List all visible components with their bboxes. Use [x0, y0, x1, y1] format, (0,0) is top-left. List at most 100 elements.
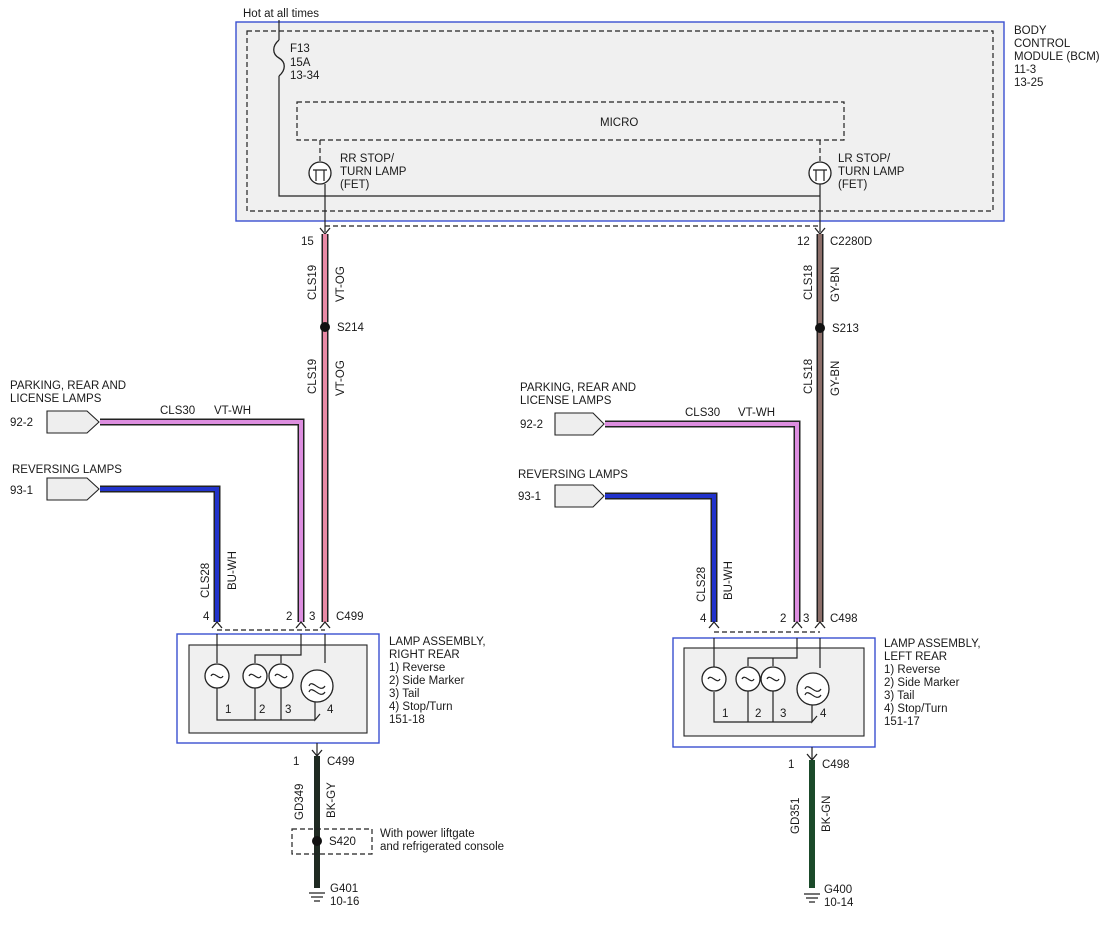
bcm-inner-dashed [246, 30, 994, 212]
rr-reverse-ref: 93-1 [10, 485, 33, 497]
lr-ground-connector: C498 [822, 759, 850, 771]
wire-cls28-bu-wh-left [605, 494, 716, 622]
rr-fet-icon [308, 161, 332, 185]
fuse-name: F13 [290, 43, 310, 55]
bcm-connector-label: C2280D [830, 236, 872, 248]
lr-pin4-arrow-icon [708, 620, 720, 629]
rr-ground-pin: 1 [293, 756, 299, 768]
bcm-outline [235, 21, 1005, 222]
rr-parking-label-line1: PARKING, REAR AND [10, 380, 126, 392]
rr-ground-circuit: GD349 [294, 784, 306, 820]
bcm-title-line3: MODULE (BCM) [1014, 51, 1100, 63]
rr-lamp-assembly-outline [176, 633, 380, 744]
lr-reverse-connector-icon [554, 484, 605, 508]
fuse-rating: 15A [290, 57, 311, 69]
splice-s214-dot [320, 322, 330, 332]
lr-lamp-num-4: 4 [820, 708, 827, 720]
lr-connector-c498: C498 [830, 613, 858, 625]
lr-parking-circuit: CLS30 [685, 407, 720, 419]
rr-pin2-arrow-icon [295, 620, 307, 629]
rr-pin-2: 2 [286, 611, 292, 623]
splice-s420-note-line2: and refrigerated console [380, 841, 504, 853]
rr-lamp-num-3: 3 [285, 704, 291, 716]
lr-reverse-label: REVERSING LAMPS [518, 469, 628, 481]
lr-assembly-ref: 151-17 [884, 716, 920, 728]
rr-assembly-ref: 151-18 [389, 714, 425, 726]
rr-pin-4: 4 [203, 611, 210, 623]
rr-ground-color: BK-GY [326, 782, 338, 818]
rr-ground-name: G401 [330, 883, 358, 895]
rr-ground-ref: 10-16 [330, 896, 359, 908]
hot-at-all-times-label: Hot at all times [243, 8, 319, 20]
lr-pin-3: 3 [803, 613, 809, 625]
splice-s420-dot [312, 836, 322, 846]
rr-fet-label-line1: RR STOP/ [340, 153, 395, 165]
rr-assembly-title-line2: RIGHT REAR [389, 649, 460, 661]
right-rear-circuit: CLS19 VT-OG S214 CLS19 VT-OG PARKING, RE… [10, 234, 504, 908]
lr-lamp-num-2: 2 [755, 708, 761, 720]
lr-fet-icon [808, 161, 832, 185]
fuse-ref: 13-34 [290, 70, 320, 82]
lr-ground-symbol-icon [804, 893, 820, 903]
bcm-title-line2: CONTROL [1014, 38, 1071, 50]
rr-reverse-connector-icon [46, 477, 100, 501]
lr-lamp-num-1: 1 [722, 708, 728, 720]
rr-fet-label-line3: (FET) [340, 179, 370, 191]
splice-s213-dot [815, 323, 825, 333]
lr-ground-name: G400 [824, 884, 852, 896]
lr-lamp-assembly-outline [672, 637, 876, 748]
rr-reverse-color: BU-WH [227, 551, 239, 590]
left-rear-circuit: CLS18 GY-BN S213 CLS18 GY-BN PARKING, RE… [518, 234, 981, 909]
rr-parking-ref: 92-2 [10, 417, 33, 429]
lr-assembly-title-line2: LEFT REAR [884, 651, 947, 663]
lr-fet-label-line2: TURN LAMP [838, 166, 905, 178]
wire-cls18-upper-circuit: CLS18 [803, 265, 815, 300]
lr-fet-label-line3: (FET) [838, 179, 868, 191]
rr-pin4-arrow-icon [211, 620, 223, 629]
lr-reverse-circuit: CLS28 [696, 567, 708, 602]
lr-parking-label-line2: LICENSE LAMPS [520, 395, 612, 407]
connector-c2280d: 15 12 C2280D [301, 225, 872, 248]
splice-s214-label: S214 [337, 322, 364, 334]
lr-parking-ref: 92-2 [520, 419, 543, 431]
lr-reverse-ref: 93-1 [518, 491, 541, 503]
lr-parking-color: VT-WH [738, 407, 775, 419]
wire-cls18-upper-color: GY-BN [830, 267, 842, 302]
rr-parking-circuit: CLS30 [160, 405, 195, 417]
rr-lamp-num-4: 4 [327, 704, 334, 716]
wire-cls19-lower-circuit: CLS19 [307, 359, 319, 394]
lr-ground-circuit: GD351 [790, 798, 802, 834]
rr-parking-color: VT-WH [214, 405, 251, 417]
lr-parking-connector-icon [554, 412, 605, 436]
lr-ground-pin: 1 [788, 759, 794, 771]
lr-assembly-item2: 2) Side Marker [884, 677, 960, 689]
lr-lamp-assembly-inner [683, 647, 865, 737]
lr-ground-color: BK-GN [821, 796, 833, 832]
micro-label: MICRO [600, 117, 638, 129]
wire-cls18-lower-circuit: CLS18 [803, 359, 815, 394]
lr-assembly-title-line1: LAMP ASSEMBLY, [884, 638, 981, 650]
rr-reverse-circuit: CLS28 [200, 563, 212, 598]
bcm-ref1: 11-3 [1014, 64, 1036, 76]
body-control-module: Hot at all times F13 15A 13-34 MICRO RR … [235, 8, 1100, 232]
rr-assembly-item4: 4) Stop/Turn [389, 701, 453, 713]
wire-cls19-upper-circuit: CLS19 [307, 265, 319, 300]
lr-pin3-arrow-icon [814, 620, 826, 629]
splice-s213-label: S213 [832, 323, 859, 335]
rr-ground-symbol-icon [309, 892, 325, 902]
rr-pin3-arrow-icon [319, 620, 331, 629]
lr-lamp-num-3: 3 [780, 708, 786, 720]
rr-assembly-title-line1: LAMP ASSEMBLY, [389, 636, 486, 648]
rr-lamp-num-1: 1 [225, 704, 231, 716]
lr-fet-label-line1: LR STOP/ [838, 153, 891, 165]
rr-connector-c499: C499 [336, 611, 364, 623]
lr-pin-4: 4 [700, 613, 707, 625]
rr-assembly-item1: 1) Reverse [389, 662, 445, 674]
splice-s420-label: S420 [329, 836, 356, 848]
rr-reverse-label: REVERSING LAMPS [12, 464, 122, 476]
fuse-icon [273, 39, 285, 77]
bcm-title-line1: BODY [1014, 25, 1047, 37]
lr-ground-ref: 10-14 [824, 897, 854, 909]
